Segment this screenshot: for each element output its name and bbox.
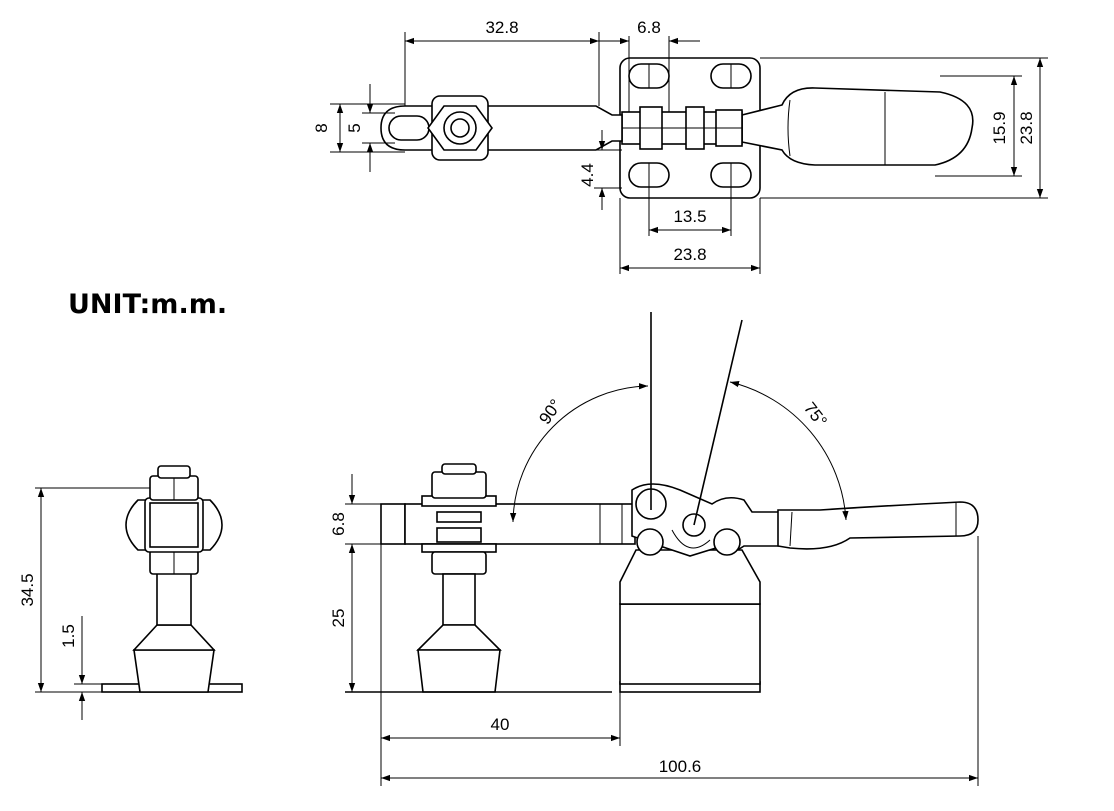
clamp-bar [380, 105, 623, 151]
dim-13-5: 13.5 [673, 207, 706, 226]
angle-75: 75° [800, 399, 831, 431]
side-bar-block [144, 497, 204, 553]
front-bolt-top [441, 463, 477, 475]
bar-end [380, 503, 406, 545]
side-bolt-top [157, 465, 191, 479]
front-spindle-foot [417, 649, 501, 693]
dim-1-5: 1.5 [59, 624, 78, 648]
dim-5: 5 [345, 123, 364, 132]
front-view: 90° 75° 6.8 25 40 100.6 [329, 312, 979, 786]
front-bar-insert [436, 527, 482, 543]
dim-32-8: 32.8 [485, 18, 518, 37]
dim-6-8: 6.8 [637, 18, 661, 37]
side-spindle-shaft [156, 571, 192, 626]
dim-6-8-front: 6.8 [329, 512, 348, 536]
dim-34-5: 34.5 [18, 573, 37, 606]
dim-4-4: 4.4 [578, 163, 597, 187]
dim-23-8-depth: 23.8 [1017, 111, 1036, 144]
dim-25: 25 [329, 609, 348, 628]
dim-40: 40 [491, 715, 510, 734]
front-handle [777, 501, 979, 550]
front-lower-nut [431, 551, 487, 575]
front-spindle-shaft [442, 573, 476, 626]
side-spindle-cone [132, 624, 216, 651]
top-view: 32.8 6.8 8 5 4.4 13.5 23.8 [312, 18, 1048, 274]
handle-open-line [693, 319, 743, 526]
dim-100-6: 100.6 [659, 757, 702, 776]
handle-grip [741, 87, 974, 166]
front-spindle-cone [416, 624, 502, 651]
unit-label: UNIT:m.m. [68, 289, 227, 320]
side-view: 34.5 1.5 [18, 465, 243, 720]
pivot-circle [713, 528, 741, 556]
side-spindle-foot [133, 649, 215, 693]
front-lower-washer [421, 543, 497, 553]
side-bar-inner [149, 502, 199, 548]
dim-15-9: 15.9 [990, 111, 1009, 144]
dim-8: 8 [312, 123, 331, 132]
front-body [619, 549, 761, 605]
spindle-bolt [450, 118, 470, 138]
front-base-block [619, 603, 761, 685]
pivot-circle [636, 528, 664, 556]
front-upper-nut [431, 471, 487, 499]
dim-23-8-width: 23.8 [673, 245, 706, 264]
front-bar-insert [436, 511, 482, 523]
angle-90: 90° [535, 396, 565, 428]
